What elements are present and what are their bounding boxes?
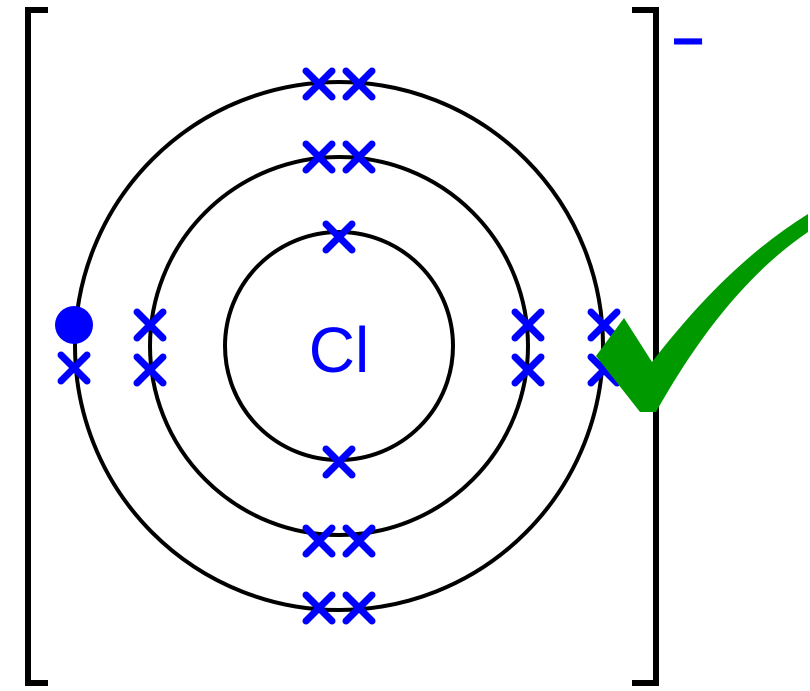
ion-charge: − (672, 9, 705, 72)
gained-electron-dot (55, 306, 93, 344)
electron-cross (342, 140, 376, 174)
electron-cross (342, 591, 376, 625)
electron-cross (133, 353, 167, 387)
electron-cross (57, 351, 91, 385)
electron-cross (342, 524, 376, 558)
electron-cross (302, 591, 336, 625)
electron-cross (511, 353, 545, 387)
shell-3 (73, 80, 605, 612)
electron-cross (322, 445, 356, 479)
electron-cross (302, 524, 336, 558)
electron-cross (302, 140, 336, 174)
electron-cross (511, 308, 545, 342)
element-symbol: Cl (309, 314, 369, 386)
electron-cross (322, 220, 356, 254)
correct-tick-icon (596, 214, 808, 412)
electron-cross (133, 308, 167, 342)
electron-cross (302, 67, 336, 101)
right-bracket (632, 7, 659, 686)
left-bracket (25, 7, 48, 686)
electrons (57, 67, 621, 625)
shell-2 (148, 155, 530, 537)
electron-cross (342, 67, 376, 101)
